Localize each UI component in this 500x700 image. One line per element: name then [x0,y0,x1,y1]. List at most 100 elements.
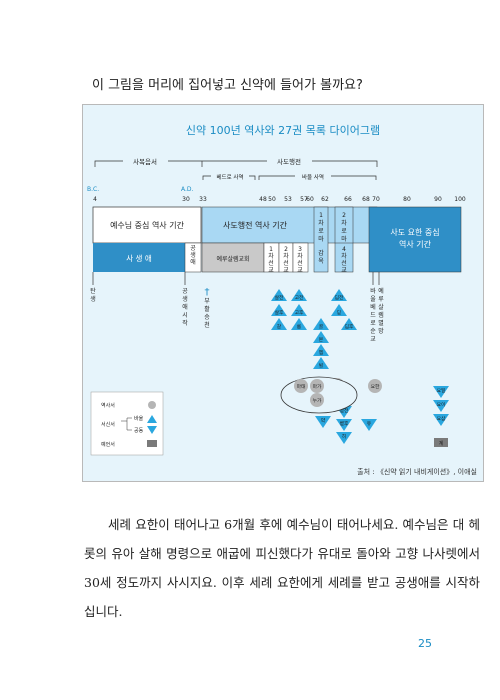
book-romans-triangle [291,318,307,330]
book-2peter: 벧후 [340,420,349,427]
bracket-peter: 베드로 사역 [216,173,243,181]
book-2tim-triangle [341,318,357,330]
year-label: 62 [321,196,329,203]
book-galatians: 갈 [277,323,282,330]
book-1tim: 딤전 [335,294,344,301]
book-1john-triangle [433,386,449,398]
book-luke-circle [310,393,324,407]
bracket-paul: 바울 사역 [302,173,324,181]
year-label: 57 [300,196,308,203]
year-label: 53 [284,196,292,203]
year-label: 100 [454,196,466,203]
cross-icon: † [205,287,210,298]
year-label: 68 [362,196,370,203]
book-2tim: 딤후 [345,323,354,330]
legend-triangle-down-icon [147,426,157,434]
timeline-diagram: 신약 100년 역사와 27권 목록 다이어그램 사복음서 사도행전 베드로 사… [87,123,466,456]
band-ministry [184,242,202,273]
book-ephesians: 엡 [319,349,323,356]
legend-general: 공동 [134,428,144,434]
band-mission3 [292,242,309,273]
band-mission4-rome2 [334,206,354,273]
book-1john: 요일 [437,387,446,394]
book-jude: 유 [367,421,372,427]
book-2thess: 살후 [275,309,284,316]
book-colossians-triangle [313,318,329,330]
book-mark-circle [310,379,324,393]
source-caption: 출처 : 《신약 읽기 내비게이션》, 이애실 [357,468,477,476]
band-life [93,243,185,272]
book-titus: 딛 [337,309,341,316]
band-jesus [92,206,202,244]
year-label: 66 [344,196,352,203]
book-philemon: 몬 [319,337,324,343]
intro-sentence: 이 그림을 머리에 집어넣고 신약에 들어가 볼까요? [92,78,363,93]
book-2peter-triangle [336,419,352,431]
book-john-circle [368,379,382,393]
book-romans: 롬 [297,324,302,330]
legend-history: 역사서 [101,402,115,409]
bracket-gospels: 사복음서 [133,157,157,166]
book-titus-triangle [331,304,347,316]
diagram-title: 신약 100년 역사와 27권 목록 다이어그램 [186,123,380,137]
year-label: 30 [182,196,190,203]
body-paragraph: 세례 요한이 태어나고 6개월 후에 예수님이 태어나세요. 예수님은 대 헤롯… [84,510,480,626]
book-colossians: 골 [319,324,324,330]
book-philemon-triangle [313,331,329,343]
year-label: 70 [372,196,380,203]
year-label: 80 [403,196,411,203]
era-bc: B.C. [87,186,99,193]
book-jude-triangle [361,419,377,431]
page-number: 25 [418,637,432,650]
book-john: 요한 [371,384,380,390]
book-matthew: 마태 [297,383,306,390]
event-ticks [92,272,380,285]
year-label: 50 [268,196,276,203]
legend-square-icon [147,440,157,447]
book-hebrews: 히 [342,433,346,440]
book-3john-triangle [433,414,449,426]
book-2thess-triangle [271,304,287,316]
band-life-label: 사 생 애 [126,253,152,263]
book-james-triangle [315,416,331,428]
book-galatians-triangle [271,318,287,330]
book-james: 약 [321,417,326,424]
book-1cor-triangle [291,289,307,301]
legend-paul: 바울 [134,415,144,422]
book-1peter: 벧전 [340,407,349,414]
legend-circle-icon [148,401,156,409]
timeline-figure: 신약 100년 역사와 27권 목록 다이어그램 사복음서 사도행전 베드로 사… [82,104,484,482]
year-label: 48 [259,196,267,203]
body-text: 세례 요한이 태어나고 6개월 후에 예수님이 태어나세요. 예수님은 대 헤롯… [84,517,480,619]
year-label: 4 [93,196,97,203]
year-label: 90 [434,196,442,203]
band-rome1 [313,206,329,273]
book-2john: 요이 [437,401,446,408]
book-3john: 요삼 [437,415,446,422]
book-1cor: 고전 [295,294,304,301]
book-1tim-triangle [331,289,347,301]
band-jesus-label: 예수님 중심 역사 기간 [110,220,185,230]
book-2john-triangle [433,400,449,412]
legend: 역사서 서신서 바울 공동 예언서 [101,401,157,448]
book-philippians: 빌 [319,362,323,369]
band-acts-label: 사도행전 역사 기간 [223,220,288,230]
book-revelation-box [434,438,448,447]
book-1thess-triangle [271,289,287,301]
book-hebrews-triangle [336,432,352,444]
